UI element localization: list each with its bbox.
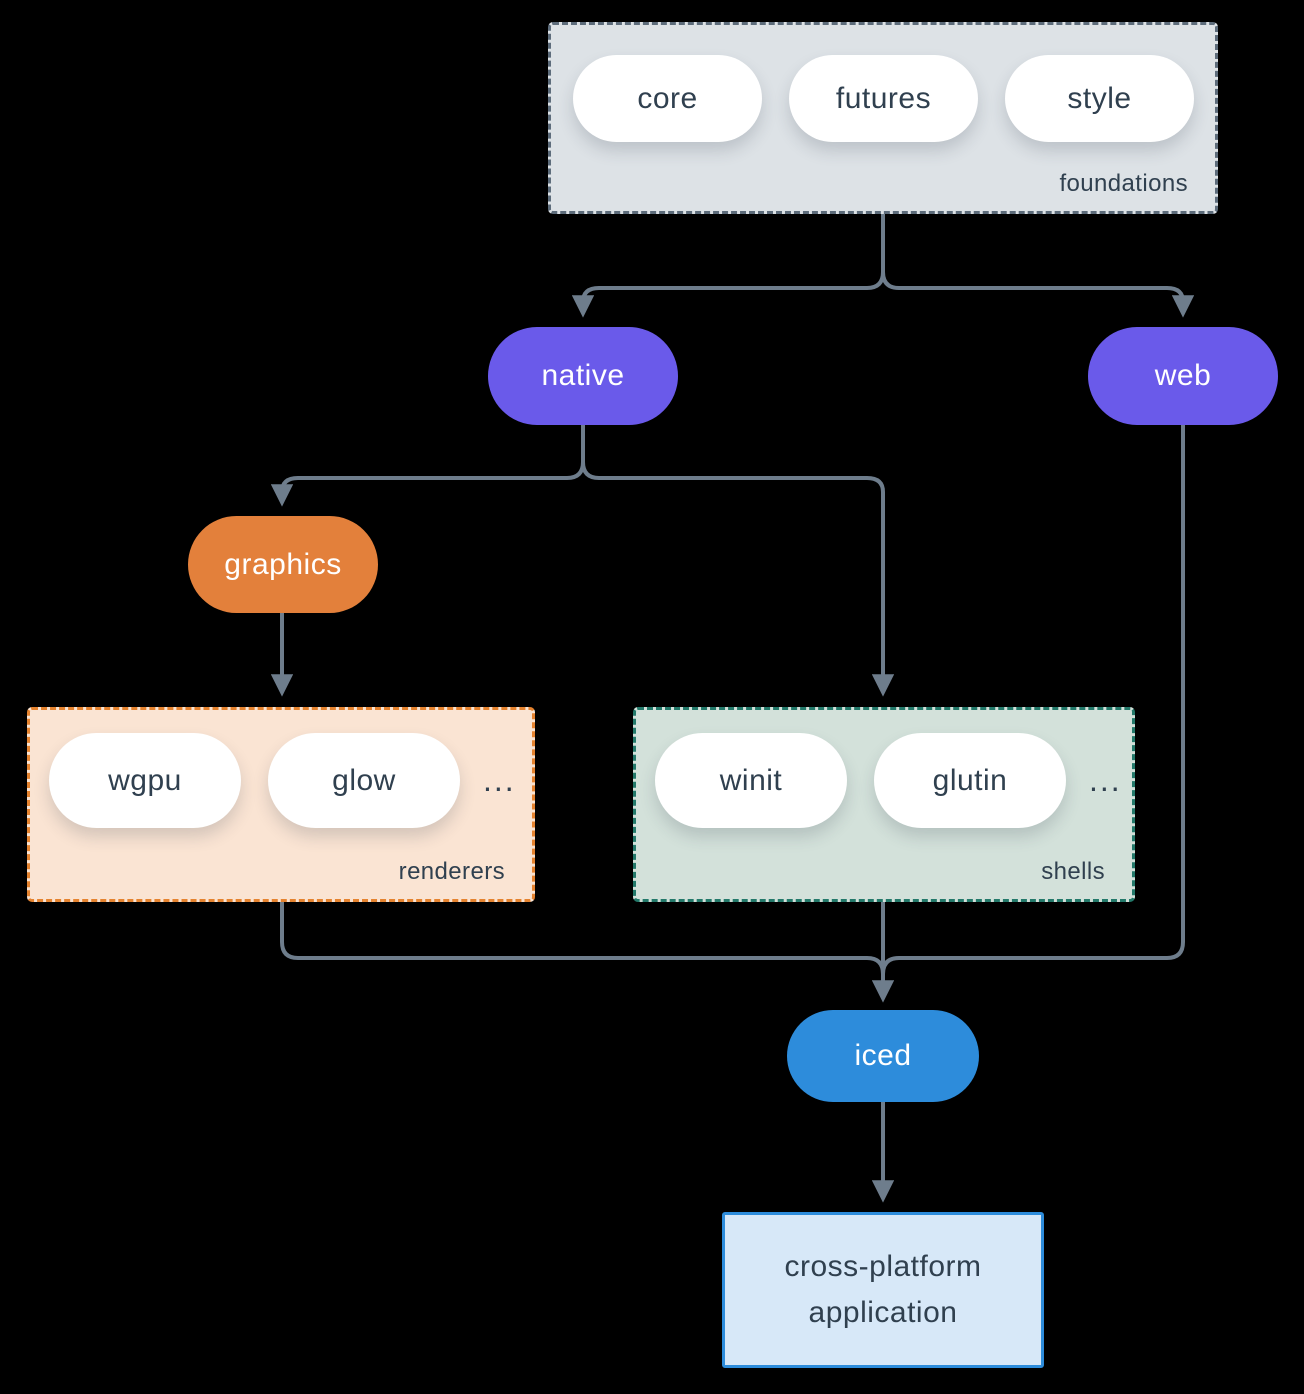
foundations-label: foundations bbox=[1059, 170, 1188, 197]
cross-platform-application-box: cross-platform application bbox=[722, 1212, 1044, 1368]
renderers-pill-row: wgpu glow ... bbox=[49, 733, 516, 828]
node-web: web bbox=[1088, 327, 1278, 425]
foundations-pill-row: core futures style bbox=[573, 55, 1194, 142]
edge-native-shells bbox=[581, 461, 895, 697]
edge-renderers-merge bbox=[280, 900, 885, 975]
renderers-ellipsis: ... bbox=[483, 762, 516, 798]
group-foundations: core futures style foundations bbox=[548, 22, 1218, 214]
edge-native-graphics bbox=[270, 461, 585, 507]
node-glow: glow bbox=[268, 733, 460, 828]
edge-foundations-web bbox=[881, 271, 1195, 318]
node-glutin: glutin bbox=[874, 733, 1066, 828]
shells-ellipsis: ... bbox=[1089, 762, 1122, 798]
node-native: native bbox=[488, 327, 678, 425]
node-graphics: graphics bbox=[188, 516, 378, 613]
node-style: style bbox=[1005, 55, 1194, 142]
app-label-line2: application bbox=[808, 1296, 958, 1329]
node-wgpu: wgpu bbox=[49, 733, 241, 828]
app-label-line1: cross-platform bbox=[784, 1250, 982, 1283]
node-winit: winit bbox=[655, 733, 847, 828]
node-futures: futures bbox=[789, 55, 978, 142]
node-core: core bbox=[573, 55, 762, 142]
shells-pill-row: winit glutin ... bbox=[655, 733, 1122, 828]
node-iced: iced bbox=[787, 1010, 979, 1102]
edge-foundations-native bbox=[571, 271, 885, 318]
renderers-label: renderers bbox=[398, 858, 505, 885]
group-renderers: wgpu glow ... renderers bbox=[27, 707, 535, 902]
group-shells: winit glutin ... shells bbox=[633, 707, 1135, 902]
shells-label: shells bbox=[1041, 858, 1105, 885]
